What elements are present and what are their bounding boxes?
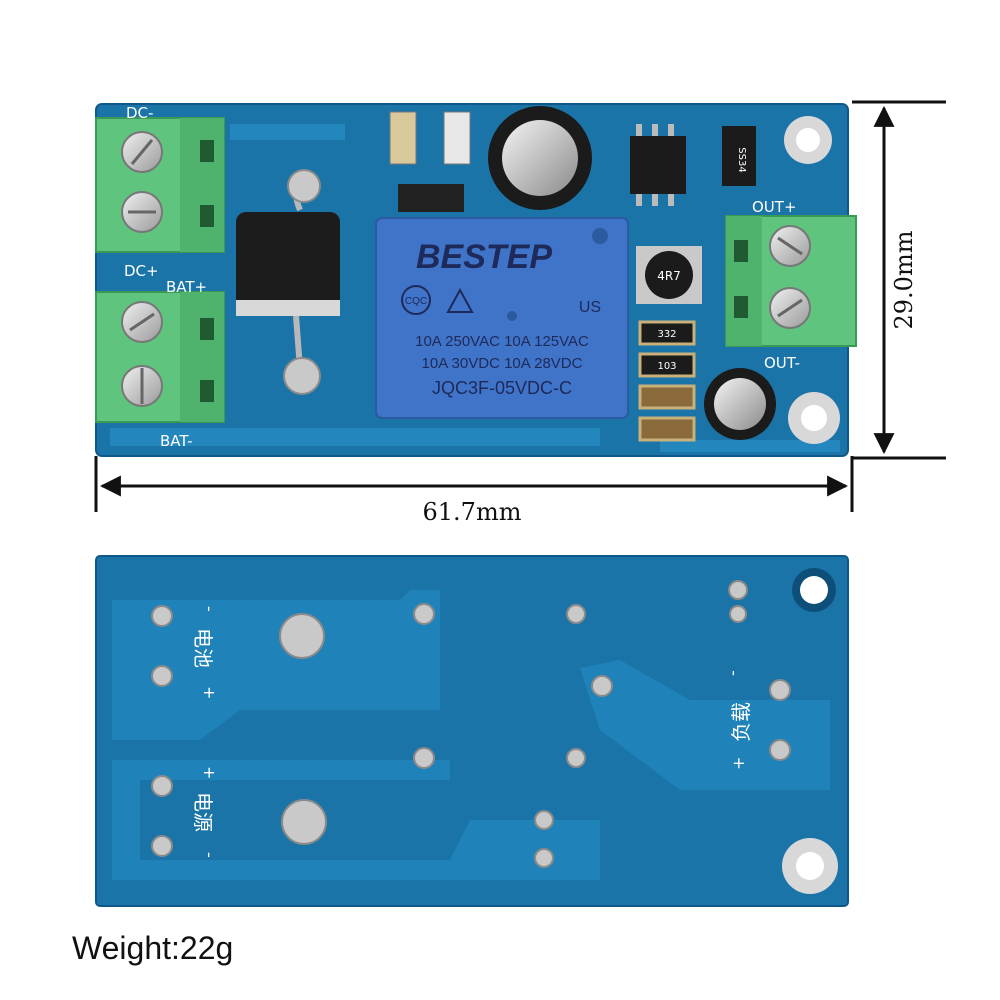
- mounting-hole-bottom: [788, 392, 840, 444]
- solder-pads: [151, 580, 791, 868]
- smd-led: [443, 111, 471, 165]
- bottom-board: - 电池 + + 电源 - - 负载 +: [95, 555, 849, 907]
- label-load: 负载: [729, 702, 753, 742]
- out-terminal-block: [725, 215, 857, 347]
- power-diode: [236, 169, 340, 395]
- smd-resistor-column: 332 103: [638, 320, 696, 442]
- label-out-plus: OUT+: [752, 198, 797, 216]
- inductor-marking: 4R7: [657, 269, 681, 283]
- cert-us: US: [579, 299, 601, 316]
- cqc-logo: [401, 285, 431, 315]
- label-dc-minus: DC-: [126, 104, 153, 122]
- bottom-hole-bottom: [782, 838, 838, 894]
- warning-triangle-icon: [446, 287, 474, 313]
- smd-resistor: [389, 111, 417, 165]
- label-load-minus: -: [723, 670, 742, 676]
- dimension-height: 29.0mm: [852, 100, 946, 460]
- inductor: 4R7: [636, 246, 702, 304]
- length-label: 61.7mm: [423, 498, 522, 526]
- relay-rating-line2: 10A 30VDC 10A 28VDC: [422, 355, 583, 372]
- resistor-marking-1: 332: [657, 329, 676, 340]
- label-dc-plus: DC+: [124, 262, 159, 280]
- bottom-hole-top: [792, 568, 836, 612]
- label-battery: 电池: [191, 628, 215, 668]
- smd-diode: [398, 184, 464, 212]
- top-board: SS34 BESTEP CQC US 10A 250VAC 10A 125VAC…: [95, 103, 857, 457]
- label-power: 电源: [191, 792, 215, 832]
- dc-terminal-block: [95, 117, 225, 253]
- relay-rating-line1: 10A 250VAC 10A 125VAC: [415, 333, 589, 350]
- label-out-minus: OUT-: [764, 354, 800, 372]
- bat-terminal-block: [95, 291, 225, 423]
- relay: BESTEP CQC US 10A 250VAC 10A 125VAC 10A …: [375, 217, 629, 419]
- label-bat-plus: BAT+: [166, 278, 207, 296]
- label-power-plus: +: [200, 766, 219, 779]
- mounting-hole-top: [784, 116, 832, 164]
- label-bat-minus: BAT-: [160, 432, 193, 450]
- diode-marking: SS34: [736, 147, 747, 172]
- relay-brand: BESTEP: [416, 238, 552, 276]
- ic-chip: [630, 124, 686, 206]
- electrolytic-capacitor: [488, 106, 592, 210]
- dimension-length: 61.7mm: [94, 456, 854, 526]
- label-load-plus: +: [729, 757, 748, 770]
- resistor-marking-2: 103: [657, 361, 676, 372]
- schottky-diode: SS34: [722, 126, 756, 186]
- label-battery-plus: +: [200, 686, 219, 699]
- cert-cqc: CQC: [405, 296, 427, 307]
- weight-label: Weight:22g: [72, 930, 234, 966]
- relay-model: JQC3F-05VDC-C: [432, 378, 572, 398]
- label-battery-minus: -: [200, 606, 219, 612]
- height-label: 29.0mm: [890, 230, 918, 329]
- label-power-minus: -: [200, 852, 219, 858]
- small-capacitor: [704, 368, 776, 440]
